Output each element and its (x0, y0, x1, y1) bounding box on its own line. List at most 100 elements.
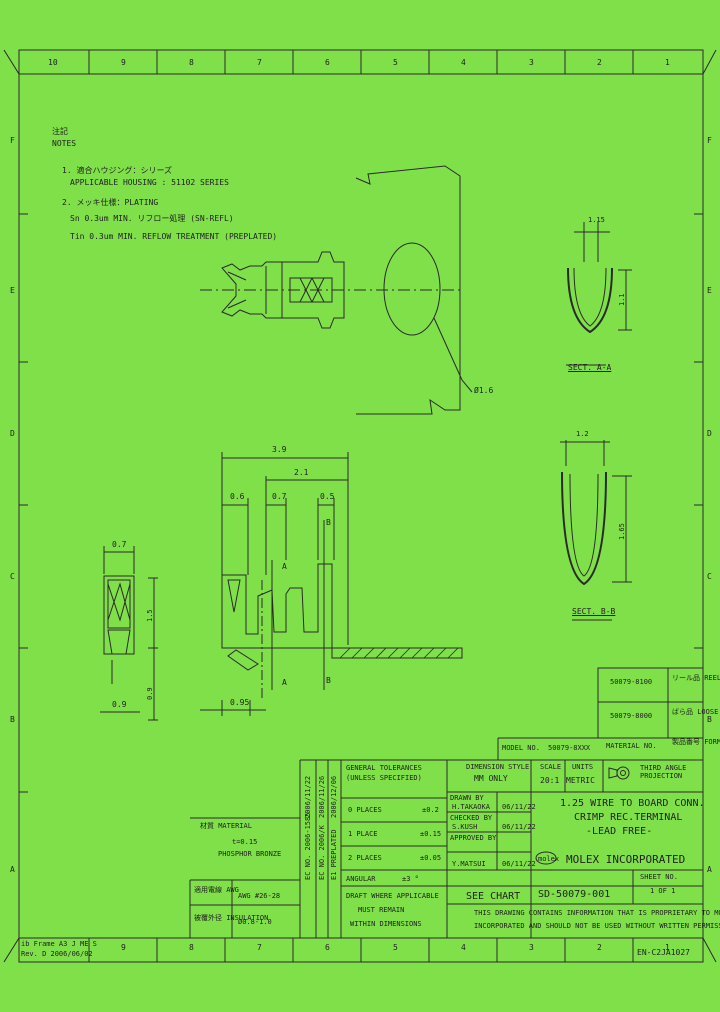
projection-label: THIRD ANGLE PROJECTION (640, 764, 687, 780)
zone-left-a: A (10, 865, 15, 874)
notes-heading-jp: 注記 (52, 127, 68, 136)
zone-bottom-6: 6 (325, 943, 330, 952)
material-label: 材質 MATERIAL (200, 822, 252, 830)
frame-stamp-1: ib Frame A3 J ME S (21, 940, 97, 948)
zone-bottom-7: 7 (257, 943, 262, 952)
zone-top-7: 7 (257, 58, 262, 67)
rev-line-3: E1 PREPLATED (330, 829, 338, 880)
zone-top-9: 9 (121, 58, 126, 67)
note-2-jp: 2. メッキ仕様：PLATING (62, 198, 159, 207)
zone-left-d: D (10, 429, 15, 438)
tol-row-0-label: 0 PLACES (348, 806, 382, 814)
note-1-jp: 1. 適合ハウジング：シリーズ (62, 166, 173, 175)
drawn-date: 06/11/22 (502, 803, 536, 811)
zone-top-2: 2 (597, 58, 602, 67)
zone-bottom-9: 9 (121, 943, 126, 952)
tol-row-2-label: 2 PLACES (348, 854, 382, 862)
part-row-3: MATERIAL NO. (606, 742, 657, 750)
frame-stamp-2: Rev. D 2006/06/02 (21, 950, 93, 958)
zone-right-f: F (707, 136, 712, 145)
section-a-bottom: A (282, 678, 287, 687)
model-label: MODEL NO. (502, 744, 540, 752)
zone-right-a: A (707, 865, 712, 874)
zone-bottom-1: 1 (665, 943, 670, 952)
part-row-1-desc: リール品 REEL (672, 674, 720, 682)
checked-value: S.KUSH (452, 823, 478, 831)
units-value: METRIC (566, 776, 595, 785)
angular-label: ANGULAR (346, 875, 376, 883)
zone-right-d: D (707, 429, 712, 438)
units-label: UNITS (572, 763, 594, 771)
zone-bottom-8: 8 (189, 943, 194, 952)
dim-sub1: 2.1 (294, 468, 309, 477)
scale-value: 20:1 (540, 776, 560, 785)
dim-0-6: 0.6 (230, 492, 245, 501)
note-2a: Sn 0.3um MIN. リフロー処理 (SN-REFL) (70, 214, 234, 223)
wire-value: AWG #26-28 (238, 892, 281, 900)
sheet-value: 1 OF 1 (650, 887, 676, 895)
sheet-label: SHEET NO. (640, 873, 678, 881)
zone-top-3: 3 (529, 58, 534, 67)
approved-value: Y.MATSUI (452, 860, 486, 868)
dim-0-5: 0.5 (320, 492, 335, 501)
dim-0-7: 0.7 (272, 492, 287, 501)
zone-top-10: 10 (48, 58, 58, 67)
tol-row-1-label: 1 PLACE (348, 830, 378, 838)
dim-0-9: 0.9 (112, 700, 127, 709)
note-2b: Tin 0.3um MIN. REFLOW TREATMENT (PREPLAT… (70, 232, 278, 241)
rev-date-2: 2006/11/26 (318, 775, 326, 818)
draft-1: DRAFT WHERE APPLICABLE (346, 892, 439, 900)
draft-3: WITHIN DIMENSIONS (350, 920, 422, 928)
draft-2: MUST REMAIN (358, 906, 405, 914)
see-chart: SEE CHART (466, 891, 521, 902)
zone-bottom-3: 3 (529, 943, 534, 952)
rev-line-2: EC NO. 2006/K (318, 825, 326, 880)
part-row-3-desc: 製品番号 FORM (672, 738, 720, 746)
zone-bottom-5: 5 (393, 943, 398, 952)
zone-bottom-2: 2 (597, 943, 602, 952)
tol-row-2-val: ±0.05 (420, 854, 442, 862)
dim-sect-b-width: 1.2 (576, 430, 589, 438)
dim-overall: 3.9 (272, 445, 287, 454)
drawn-label: DRAWN BY (450, 794, 484, 802)
zone-left-c: C (10, 572, 15, 581)
zone-top-6: 6 (325, 58, 330, 67)
tol-row-0-val: ±0.2 (422, 806, 439, 814)
zone-top-4: 4 (461, 58, 466, 67)
zone-top-5: 5 (393, 58, 398, 67)
sect-b-title: SECT. B-B (572, 607, 616, 616)
rev-line-1: EC NO. 2006-1585 (304, 812, 312, 880)
scale-label: SCALE (540, 763, 562, 771)
zone-right-c: C (707, 572, 712, 581)
approved-date: 06/11/22 (502, 860, 536, 868)
dim-height-2: 0.9 (146, 687, 154, 700)
section-b-bottom: B (326, 676, 331, 685)
dim-diameter: Ø1.6 (474, 386, 494, 395)
section-a-top: A (282, 562, 287, 571)
part-row-2-desc: ばら品 LOOSE (672, 708, 719, 716)
zone-right-b: B (707, 715, 712, 724)
dim-height-1: 1.5 (146, 609, 154, 622)
rev-date-3: 2006/12/06 (330, 775, 338, 818)
dim-0-95: 0.95 (230, 698, 250, 707)
dim-sect-a-height: 1.1 (618, 293, 626, 306)
title-line-2: CRIMP REC.TERMINAL (574, 812, 683, 823)
notice-line-1: THIS DRAWING CONTAINS INFORMATION THAT I… (474, 909, 720, 917)
zone-left-e: E (10, 286, 15, 295)
dimension-style-label: DIMENSION STYLE (466, 763, 530, 771)
zone-top-8: 8 (189, 58, 194, 67)
material-thickness: t=0.15 (232, 838, 258, 846)
zone-top-1: 1 (665, 58, 670, 67)
form-number: EN-C2JA1027 (637, 948, 690, 957)
company-name: MOLEX INCORPORATED (566, 853, 686, 866)
dimension-style-value: MM ONLY (474, 774, 508, 783)
part-row-1: 50079-8100 (610, 678, 653, 686)
checked-label: CHECKED BY (450, 814, 493, 822)
model-value: 50079-8XXX (548, 744, 591, 752)
notice-line-2: INCORPORATED AND SHOULD NOT BE USED WITH… (474, 922, 720, 930)
section-b-top: B (326, 518, 331, 527)
zone-left-f: F (10, 136, 15, 145)
title-line-3: -LEAD FREE- (586, 826, 653, 837)
zone-bottom-4: 4 (461, 943, 466, 952)
